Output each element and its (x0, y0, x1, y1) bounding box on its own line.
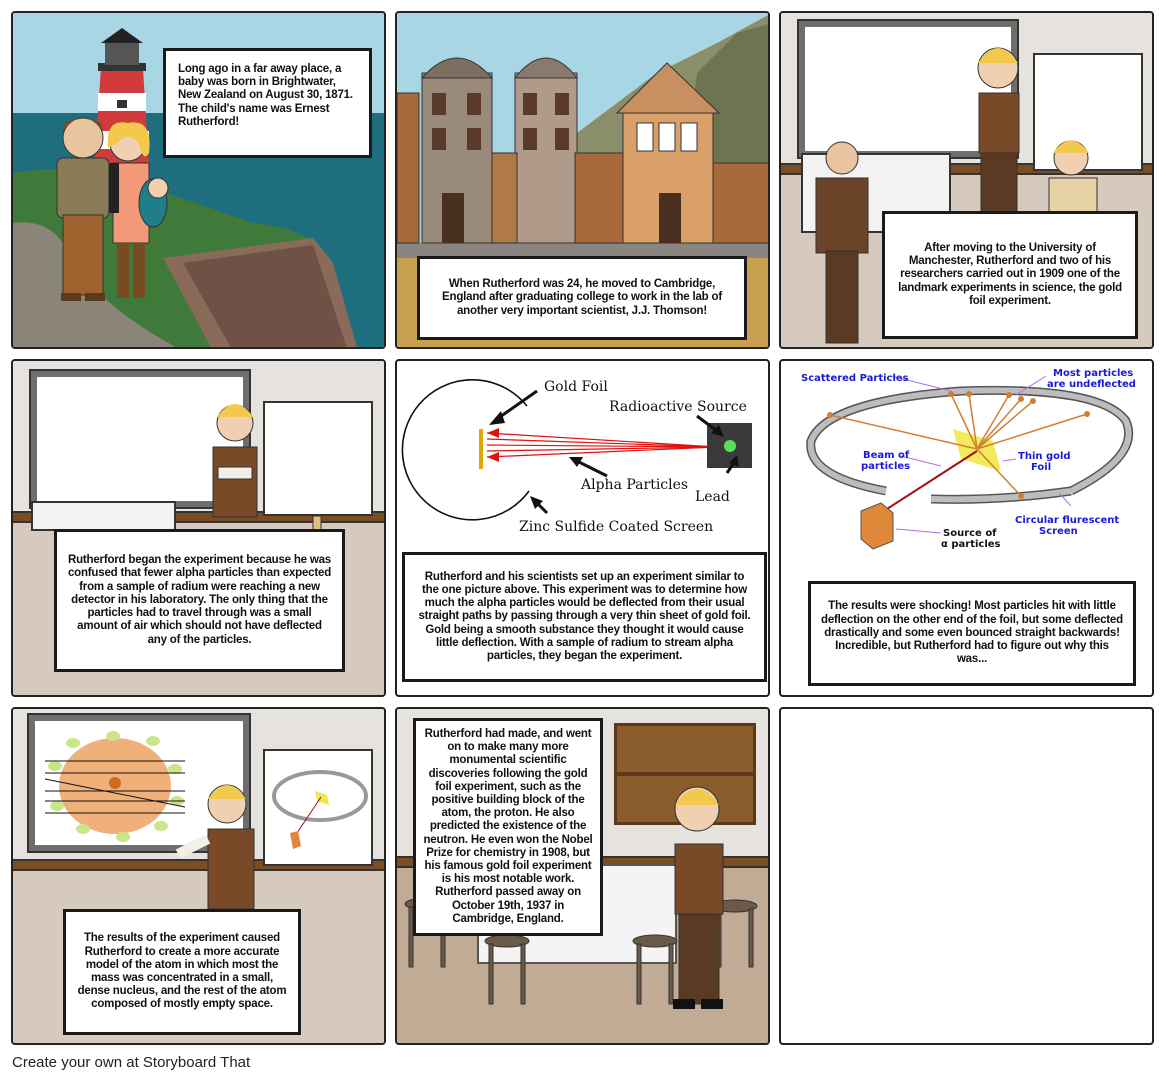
label-source-2: α particles (941, 539, 1001, 550)
caption-box: Rutherford had made, and went on to make… (413, 718, 603, 936)
caption-box: The results of the experiment caused Rut… (63, 909, 301, 1035)
building (397, 57, 494, 244)
panel-6: Scattered Particles Most particles are u… (779, 359, 1154, 697)
panel-5: Gold Foil Radioactive Source Alpha Parti… (395, 359, 770, 697)
label-screen-1: Circular flurescent (1015, 515, 1119, 526)
panel-7: The results of the experiment caused Rut… (11, 707, 386, 1045)
footer-credit[interactable]: Create your own at Storyboard That (12, 1054, 250, 1071)
label-foil-2: Foil (1031, 462, 1051, 473)
label-scattered: Scattered Particles (801, 373, 909, 384)
caption-text: The results were shocking! Most particle… (821, 600, 1123, 666)
panel-9-empty (779, 707, 1154, 1045)
father-figure (56, 117, 110, 301)
gold-foil-experiment-diagram: Gold Foil Radioactive Source Alpha Parti… (401, 379, 752, 535)
footer-link[interactable]: Create your own at Storyboard That (12, 1054, 251, 1071)
caption-text: Long ago in a far away place, a baby was… (178, 62, 353, 128)
zinc-sulfide-screen (401, 379, 530, 521)
label-beam-2: particles (861, 461, 910, 472)
caption-box: Rutherford and his scientists set up an … (402, 552, 767, 682)
easel-canvas (1033, 53, 1143, 171)
caption-text: The results of the experiment caused Rut… (77, 932, 287, 1011)
panel-2: When Rutherford was 24, he moved to Camb… (395, 11, 770, 349)
caption-box: Long ago in a far away place, a baby was… (163, 48, 372, 158)
caption-box: The results were shocking! Most particle… (808, 581, 1136, 686)
radioactive-source (724, 440, 736, 452)
label-radioactive-source: Radioactive Source (609, 399, 747, 415)
label-undeflected-1: Most particles (1053, 368, 1133, 379)
label-alpha-particles: Alpha Particles (580, 477, 688, 493)
caption-text: When Rutherford was 24, he moved to Camb… (442, 278, 722, 317)
caption-box: When Rutherford was 24, he moved to Camb… (417, 256, 747, 340)
caption-text: After moving to the University of Manche… (898, 241, 1122, 307)
easel-canvas (263, 749, 373, 866)
caption-text: Rutherford had made, and went on to make… (423, 727, 593, 925)
scattering-diagram: Scattered Particles Most particles are u… (801, 368, 1136, 550)
mother-figure (107, 122, 169, 298)
label-lead: Lead (695, 489, 730, 505)
stools-and-rutherford (404, 786, 758, 1009)
panel-1: Long ago in a far away place, a baby was… (11, 11, 386, 349)
panel-4: Rutherford began the experiment because … (11, 359, 386, 697)
gold-foil (479, 429, 483, 469)
caption-box: Rutherford began the experiment because … (54, 529, 345, 672)
label-gold-foil: Gold Foil (544, 379, 608, 395)
label-beam-1: Beam of (863, 450, 910, 461)
label-foil-1: Thin gold (1018, 451, 1071, 462)
caption-text: Rutherford and his scientists set up an … (418, 570, 751, 662)
label-screen-2: Screen (1039, 526, 1078, 537)
rutherford-figure (175, 784, 255, 910)
panel-3: After moving to the University of Manche… (779, 11, 1154, 349)
panel-8: Rutherford had made, and went on to make… (395, 707, 770, 1045)
mini-scattering-diagram (272, 770, 368, 849)
label-undeflected-2: are undeflected (1047, 379, 1136, 390)
building (513, 57, 579, 244)
easel-canvas (263, 401, 373, 516)
label-screen: Zinc Sulfide Coated Screen (519, 519, 713, 535)
alpha-source-cube (860, 502, 894, 550)
caption-text: Rutherford began the experiment because … (67, 554, 332, 646)
atom-model-drawing (44, 731, 186, 842)
alpha-particle-rays (486, 432, 718, 458)
label-source-1: Source of (943, 528, 997, 539)
caption-box: After moving to the University of Manche… (882, 211, 1138, 339)
scientists-figures (815, 47, 1098, 344)
